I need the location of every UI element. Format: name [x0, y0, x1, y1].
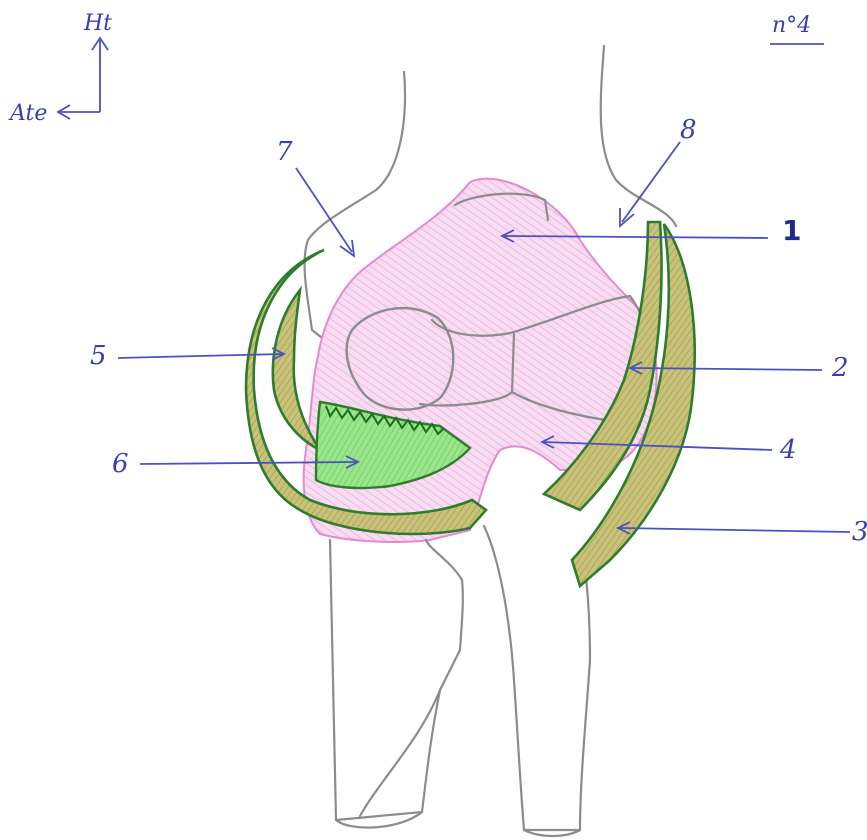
page-label-group: n°4	[770, 13, 824, 44]
label-5: 5	[90, 341, 107, 371]
leader-3	[620, 528, 850, 532]
orientation-left-label: Ate	[8, 101, 47, 126]
lower-leg-bones	[330, 526, 590, 836]
label-3: 3	[852, 517, 867, 547]
leader-8	[622, 142, 680, 222]
label-1: 1	[782, 214, 801, 247]
label-7: 7	[276, 137, 293, 167]
orientation-up-label: Ht	[83, 11, 112, 36]
leader-2	[632, 368, 822, 370]
orientation-mark: Ht Ate	[8, 11, 112, 126]
label-6: 6	[112, 449, 129, 479]
page-label: n°4	[772, 13, 811, 38]
label-2: 2	[831, 353, 849, 383]
label-4: 4	[779, 435, 797, 465]
label-8: 8	[680, 115, 697, 145]
leader-5	[118, 354, 282, 358]
leader-8-arrowhead-icon	[620, 208, 634, 226]
leader-7-arrowhead-icon	[340, 240, 354, 256]
